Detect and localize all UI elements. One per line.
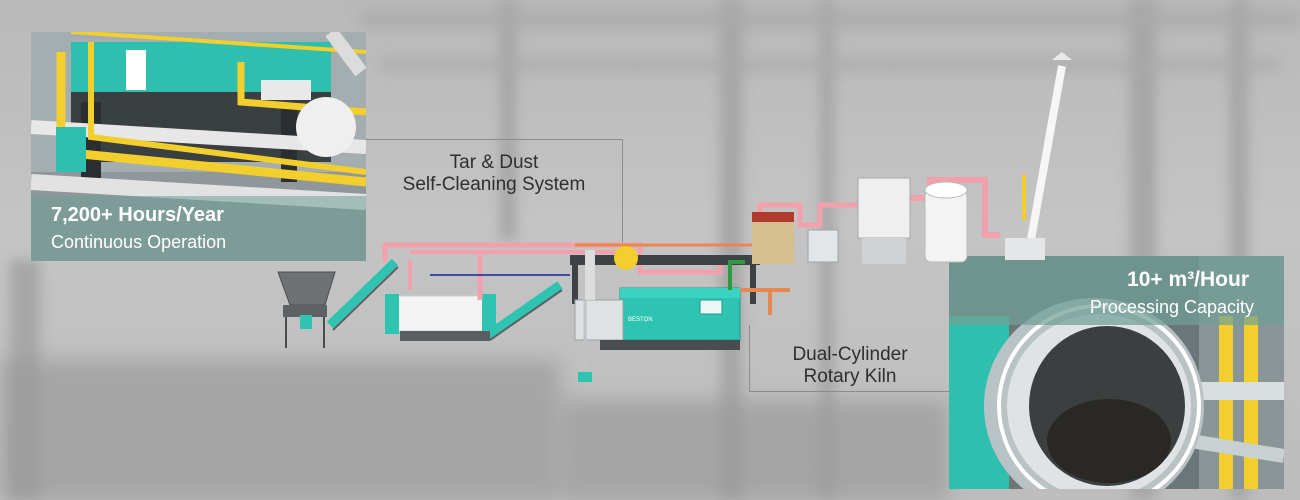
chimney-stack [1005,52,1072,260]
background-column [720,0,742,500]
background-floor [0,360,560,500]
capacity-subline: Processing Capacity [1089,297,1254,317]
kiln-label-line1: Dual-Cylinder [792,344,908,365]
system-label: Tar & Dust Self-Cleaning System [378,152,610,196]
system-label-line2: Self-Cleaning System [402,174,586,195]
kiln-photo: 10+ m³/Hour Processing Capacity [949,256,1284,489]
kiln-label-line2: Rotary Kiln [803,366,897,387]
kiln-leader-line [749,325,950,392]
system-label-line1: Tar & Dust [449,152,539,173]
background-beam [360,12,1300,26]
kiln-illustration [949,256,1284,489]
top-left-caption: 7,200+ Hours/Year Continuous Operation [31,196,366,261]
background-beam [380,60,1280,70]
dust-filter [807,177,911,264]
system-leader-line [366,139,623,248]
capacity-headline: 10+ m³/Hour [1127,268,1249,291]
operation-subline: Continuous Operation [51,232,227,252]
kiln-label: Dual-Cylinder Rotary Kiln [760,344,940,388]
background-floor [560,400,950,500]
rotary-kiln: BESTON [574,287,741,350]
feed-hopper [277,271,336,348]
right-caption: 10+ m³/Hour Processing Capacity [949,256,1284,325]
machine-brand-text: BESTON [628,317,653,323]
dryer-drum [385,294,496,341]
pipework-photo: 7,200+ Hours/Year Continuous Operation [31,32,366,261]
hours-headline: 7,200+ Hours/Year [51,204,224,226]
scrubber-tank [924,181,968,263]
